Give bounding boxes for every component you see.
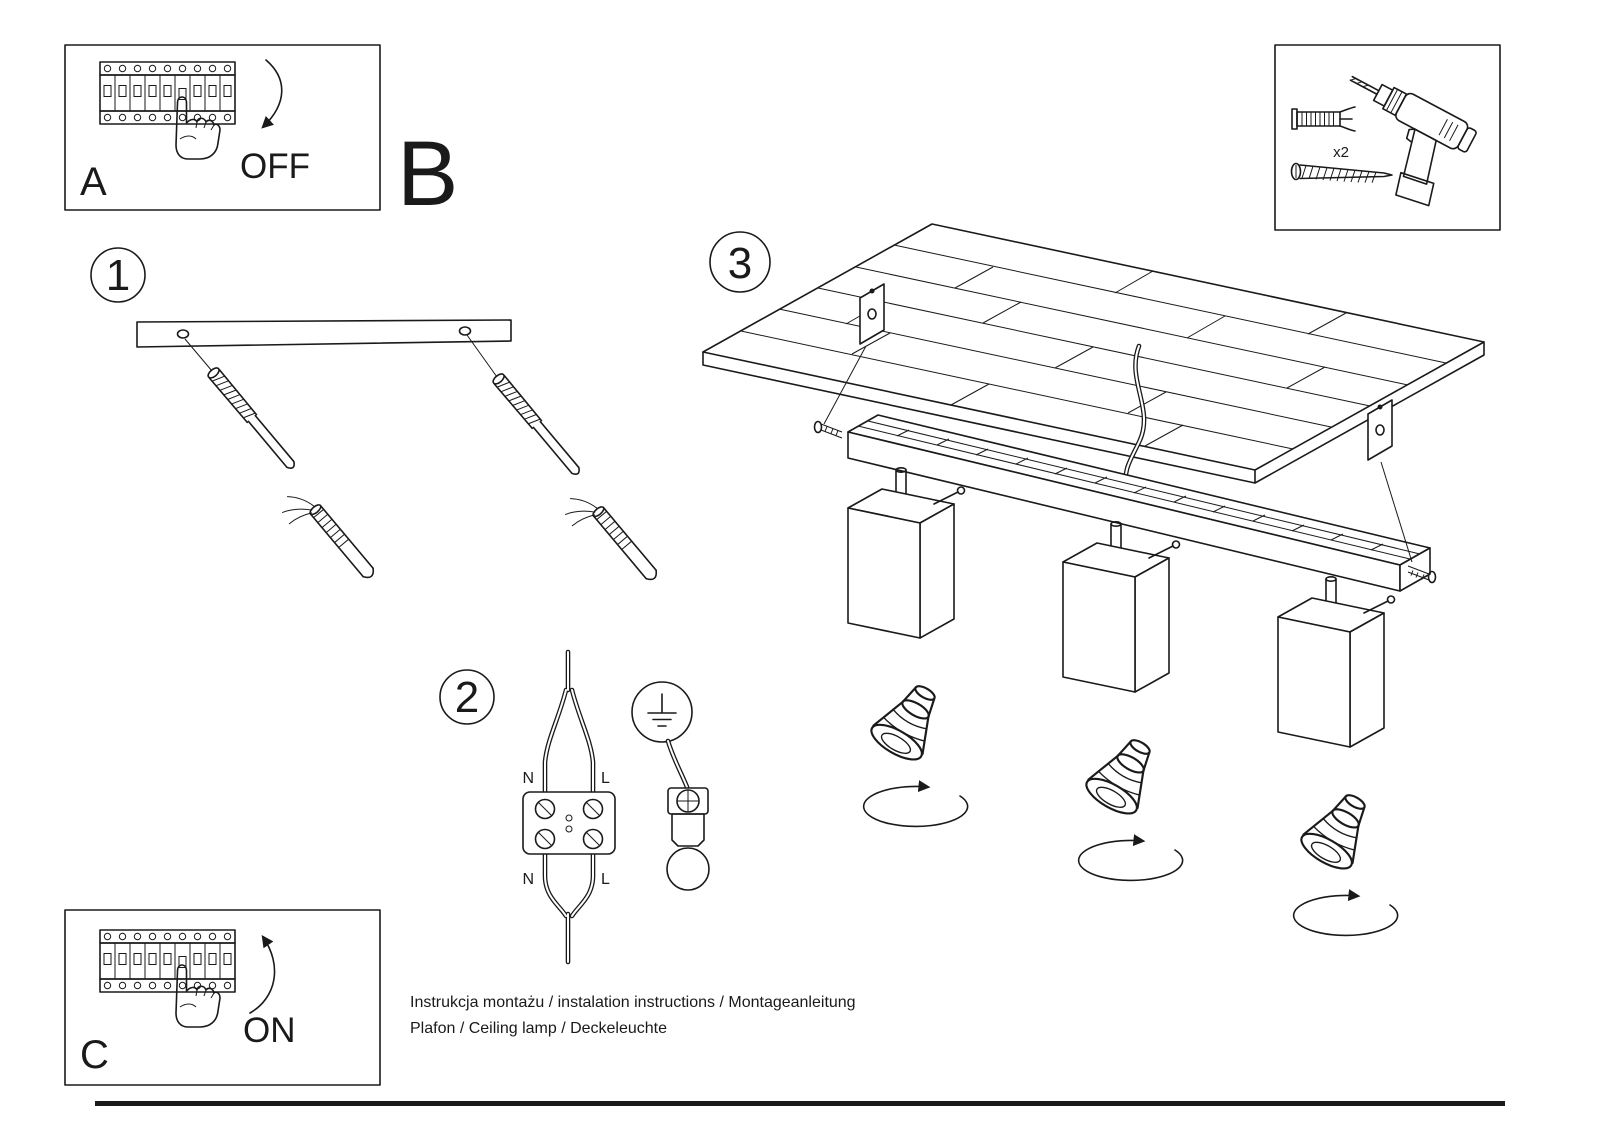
step-2-number: 2: [455, 673, 479, 722]
arrow-down-icon: [261, 59, 283, 129]
panel-a-label: A: [80, 160, 107, 204]
panel-a-switch-off: A OFF: [64, 44, 381, 211]
panel-b-label: B: [397, 123, 458, 225]
step-1-badge: [90, 247, 146, 303]
panel-c-border: [64, 909, 381, 1086]
hardware-box-border: [1274, 44, 1501, 231]
breaker-panel-icon: [99, 929, 236, 993]
rail-end-screw-right: [1407, 565, 1437, 584]
long-screw-icon: [1290, 162, 1393, 183]
wall-plug-anchor-icon: [274, 483, 378, 596]
n-label-top: N: [522, 770, 534, 787]
step-3-badge: [709, 231, 771, 293]
spotlight-fixture-3: [1278, 577, 1398, 936]
alignment-leader-lines: [184, 334, 498, 378]
step-2: 2 N L N L: [439, 649, 710, 965]
step-3-number: 3: [728, 239, 752, 288]
step-1: 1: [90, 247, 661, 598]
wall-plug-icon: [1291, 106, 1356, 132]
n-label-bottom: N: [522, 871, 534, 888]
footer-line-1: Instrukcja montażu / instalation instruc…: [410, 994, 856, 1011]
dowel-qty-label: x2: [1333, 144, 1349, 161]
ground-terminal-icon: [666, 787, 710, 891]
screw-icon: [205, 365, 299, 473]
hardware-box: x2: [1274, 44, 1501, 231]
step-1-number: 1: [106, 251, 130, 300]
panel-c-switch-on: C ON: [64, 909, 381, 1086]
power-cable: [1123, 343, 1147, 491]
ground-symbol-icon: [631, 681, 693, 743]
supply-cables: [542, 649, 596, 965]
l-label-top: L: [601, 770, 610, 787]
ceiling-bracket-right: [1367, 399, 1413, 563]
step-2-badge: [439, 669, 495, 725]
panel-c-label: C: [80, 1033, 109, 1077]
wall-plug-anchor-icon: [557, 485, 661, 598]
footer-rule: [95, 1101, 1505, 1106]
panel-a-border: [64, 44, 381, 211]
spotlight-fixture-2: [1063, 522, 1183, 881]
mounting-bar: [136, 319, 512, 348]
spotlight-fixture-1: [848, 468, 968, 827]
footer-line-2: Plafon / Ceiling lamp / Deckeleuchte: [410, 1020, 667, 1037]
screw-icon: [490, 371, 584, 479]
hand-press-icon: [175, 964, 221, 1028]
hand-press-icon: [175, 96, 221, 160]
off-label: OFF: [240, 147, 310, 186]
l-label-bottom: L: [601, 871, 610, 888]
ceiling-planks: [702, 223, 1485, 484]
drill-icon: [1349, 75, 1477, 207]
ceiling-bracket-left: [823, 283, 885, 425]
step-3: 3: [702, 223, 1485, 936]
arrow-up-icon: [249, 935, 276, 1014]
terminal-block: [522, 791, 616, 855]
breaker-panel-icon: [99, 61, 236, 125]
mounting-rail: [847, 414, 1431, 592]
on-label: ON: [243, 1011, 296, 1050]
rail-end-screw-left: [813, 420, 843, 439]
